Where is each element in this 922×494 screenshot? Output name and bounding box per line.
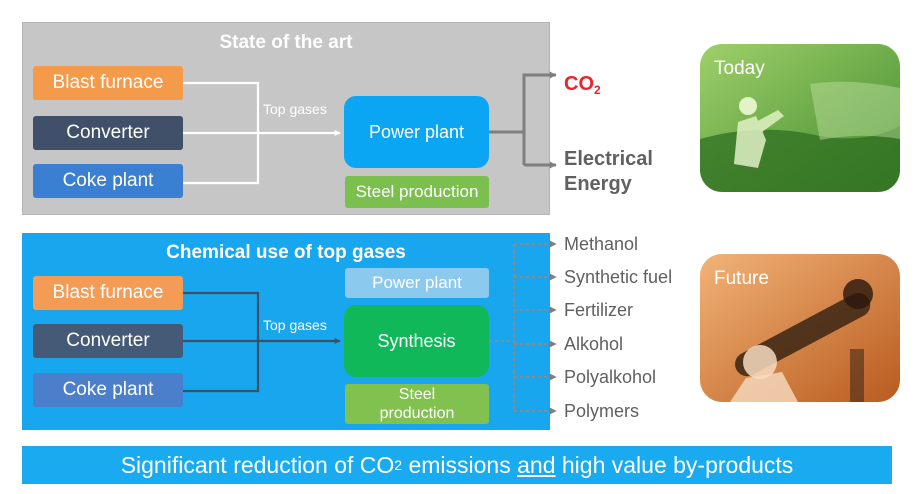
top-gases-label: Top gases [263, 101, 327, 117]
product-polymers: Polymers [564, 401, 640, 421]
product-synthetic-fuel: Synthetic fuel [564, 267, 673, 287]
power-plant-box: Power plant [344, 96, 489, 168]
state-of-the-art-title: State of the art [219, 32, 353, 53]
blast-furnace-box: Blast furnace [33, 66, 183, 100]
product-fertilizer: Fertilizer [564, 300, 634, 320]
top-gases-label-bottom: Top gases [263, 317, 327, 333]
product-polyalkohol: Polyalkohol [564, 367, 657, 387]
today-image [700, 44, 900, 192]
steel-production-box: Steel production [345, 176, 489, 208]
blast-furnace-box-bottom: Blast furnace [33, 276, 183, 310]
coke-plant-box: Coke plant [33, 164, 183, 198]
power-plant-box-bottom: Power plant [345, 268, 489, 298]
today-label: Today [714, 58, 765, 79]
chemical-use-title: Chemical use of top gases [166, 242, 406, 263]
future-image [700, 254, 900, 402]
product-alkohol: Alkohol [564, 334, 624, 354]
future-label: Future [714, 268, 769, 289]
today-photo [700, 44, 900, 192]
synthesis-box: Synthesis [344, 305, 489, 377]
product-methanol: Methanol [564, 234, 639, 254]
co2-output: CO2 [564, 73, 601, 97]
converter-box: Converter [33, 116, 183, 150]
future-photo [700, 254, 900, 402]
coke-plant-box-bottom: Coke plant [33, 373, 183, 407]
converter-box-bottom: Converter [33, 324, 183, 358]
